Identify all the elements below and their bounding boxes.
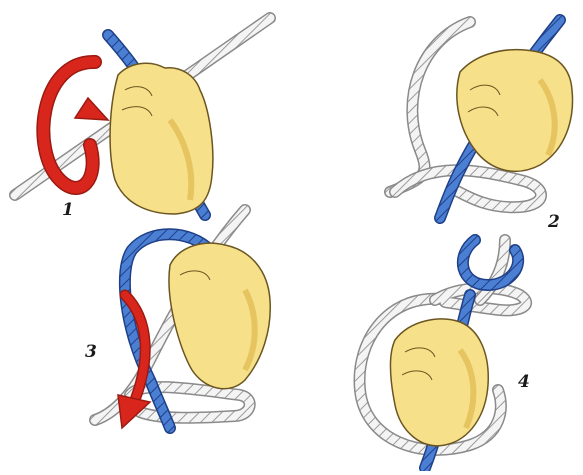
step-4-panel (360, 240, 527, 468)
step-3-panel (95, 210, 270, 428)
curved-arrow-icon (43, 62, 108, 188)
step-1-hand (110, 63, 213, 214)
step-1-panel (15, 18, 270, 215)
step-2-panel (390, 20, 573, 218)
step-2-label: 2 (548, 212, 560, 232)
step-1-label: 1 (62, 200, 74, 220)
step-3-label: 3 (85, 342, 97, 362)
step-4-label: 4 (518, 372, 530, 392)
